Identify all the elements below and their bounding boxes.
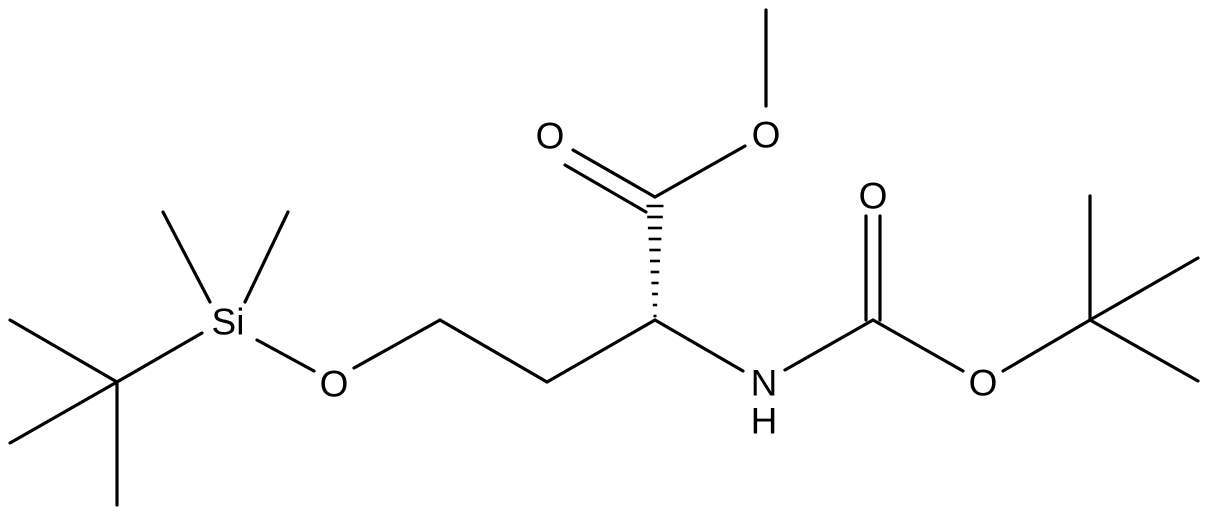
atom-o-boc-ester: O: [969, 363, 998, 404]
bond-si-to-o: [255, 338, 316, 373]
bond-ch2-ch2: [438, 318, 549, 384]
bond-tbu-to-si: [115, 331, 204, 384]
hashed-wedge-bond: [646, 204, 664, 318]
bond-tbu-methyl-lower-left: [8, 380, 119, 445]
bond-ester-c-to-o: [653, 144, 747, 199]
bond-si-methyl-left: [161, 210, 212, 304]
bond-alpha-to-n: [653, 318, 745, 373]
bond-o-to-ch2: [352, 318, 442, 370]
methyl-ester: [563, 8, 768, 214]
tbs-group: [8, 210, 316, 507]
atom-si: Si: [212, 302, 245, 343]
atom-o-carbonyl-ester: O: [536, 116, 565, 157]
atom-h-amide: H: [751, 401, 778, 442]
atom-labels: Si O O O N H O O: [212, 115, 998, 442]
bond-si-methyl-right: [243, 210, 290, 304]
bond-carbonyl-double-1: [571, 148, 657, 199]
bond-tbu-methyl-upper-right: [1088, 256, 1200, 322]
atom-o-methoxy: O: [752, 115, 781, 156]
backbone: [352, 318, 745, 384]
bond-carbamate-c-to-o: [871, 318, 965, 373]
boc-group: [783, 194, 1200, 383]
bond-tbu-methyl-upper: [8, 318, 119, 384]
bond-o-to-quaternary-c: [1001, 318, 1092, 373]
bond-n-to-carbamate-c: [783, 318, 875, 372]
atom-n-amide: N: [751, 363, 778, 404]
bond-tbu-methyl-lower-right: [1088, 318, 1200, 383]
atom-o-silyl-ether: O: [320, 364, 349, 405]
bond-ch2-to-alpha: [545, 318, 657, 384]
bond-carbonyl-double-2: [563, 163, 648, 214]
atom-o-carbonyl-boc: O: [859, 176, 888, 217]
